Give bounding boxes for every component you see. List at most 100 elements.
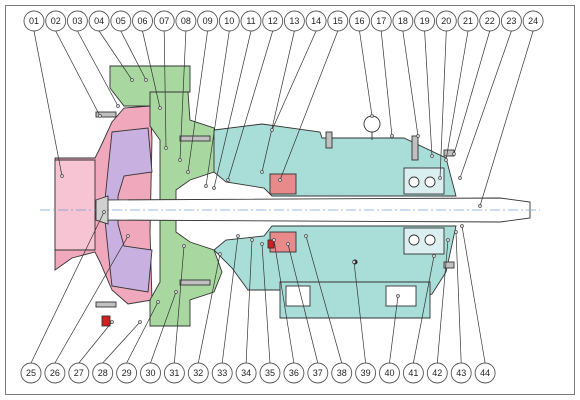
leader-dot [286, 242, 290, 246]
housing-bolt-top [325, 131, 333, 149]
leader-line [142, 30, 161, 109]
leader-line [453, 30, 491, 155]
callout-top-18: 18 [392, 10, 420, 138]
callout-number: 43 [456, 368, 466, 378]
callout-circle [522, 10, 544, 32]
callout-number: 37 [313, 368, 323, 378]
callout-number: 35 [265, 368, 275, 378]
callout-top-12: 12 [226, 10, 284, 182]
leader-dot [138, 320, 142, 324]
end-cover-bolt-bottom [443, 261, 455, 269]
leader-line [30, 211, 105, 364]
leader-line [150, 291, 177, 364]
callout-bottom-43: 43 [450, 230, 472, 384]
callout-number: 29 [122, 368, 132, 378]
leader-line [174, 245, 185, 364]
callout-top-23: 23 [458, 10, 522, 180]
callout-top-13: 13 [260, 10, 305, 174]
callout-bottom-29: 29 [116, 300, 160, 384]
leader-line [279, 30, 339, 181]
callout-number: 09 [203, 16, 213, 26]
leader-dot [454, 230, 458, 234]
callout-bottom-32: 32 [187, 252, 222, 384]
leader-line [179, 30, 187, 161]
callout-number: 22 [485, 16, 495, 26]
callout-circle [327, 10, 349, 32]
leader-line [227, 30, 274, 181]
bolt-top-left [95, 111, 117, 118]
callout-number: 31 [169, 368, 179, 378]
callout-number: 39 [361, 368, 371, 378]
leader-dot [452, 152, 456, 156]
callout-number: 23 [506, 16, 516, 26]
leader-dot [144, 78, 148, 82]
callout-top-17: 17 [370, 10, 394, 138]
leader-dot [478, 204, 482, 208]
callout-top-11: 11 [212, 10, 262, 190]
bearing-ball-lower-b [424, 234, 436, 246]
callout-top-06: 06 [132, 10, 162, 110]
callout-top-20: 20 [435, 10, 457, 180]
leader-line [389, 295, 399, 364]
callout-circle [283, 362, 305, 384]
leader-line [436, 239, 449, 364]
leader-dot [182, 244, 186, 248]
callout-number: 20 [441, 16, 451, 26]
callout-bottom-33: 33 [211, 234, 240, 384]
callout-number: 44 [480, 368, 490, 378]
callout-top-09: 09 [186, 10, 219, 174]
leader-dot [370, 114, 374, 118]
callout-circle [305, 10, 327, 32]
callout-number: 02 [51, 16, 61, 26]
callout-circle [450, 362, 472, 384]
leader-dot [130, 78, 134, 82]
callout-circle [474, 362, 496, 384]
leader-line [163, 30, 167, 149]
callout-number: 24 [528, 16, 538, 26]
callout-bottom-34: 34 [235, 238, 257, 384]
leader-dot [218, 252, 222, 256]
callout-circle [110, 10, 132, 32]
callout-number: 26 [50, 368, 60, 378]
leader-line [197, 253, 221, 364]
bearing-ball-upper-a [408, 176, 420, 188]
bearing-upper [403, 167, 445, 195]
leader-line [479, 30, 534, 207]
callout-number: 04 [94, 16, 104, 26]
callout-top-16: 16 [349, 10, 374, 118]
callout-number: 18 [398, 16, 408, 26]
callout-circle [140, 362, 161, 384]
leader-dot [178, 158, 182, 162]
bearing-ball-upper-b [424, 176, 436, 188]
leader-dot [430, 154, 434, 158]
callout-circle [44, 362, 66, 384]
leader-line [402, 30, 419, 137]
leader-line [459, 30, 512, 179]
callout-top-10: 10 [204, 10, 240, 188]
leader-dot [110, 320, 114, 324]
callout-number: 41 [408, 368, 418, 378]
leader-line [424, 30, 433, 157]
leader-line [261, 30, 295, 173]
callout-bottom-44: 44 [460, 224, 496, 384]
leader-line [380, 30, 393, 137]
callout-top-07: 07 [153, 10, 175, 150]
leader-dot [272, 238, 276, 242]
leader-line [77, 30, 119, 107]
leader-line [287, 243, 319, 364]
callout-top-21: 21 [444, 10, 479, 162]
leader-dot [236, 234, 240, 238]
callout-bottom-25: 25 [20, 210, 106, 384]
callout-number: 40 [384, 368, 394, 378]
callout-number: 13 [289, 16, 299, 26]
leader-dot [250, 238, 254, 242]
callout-bottom-38: 38 [304, 234, 353, 384]
leader-dot [446, 238, 450, 242]
leader-dot [156, 300, 160, 304]
callout-circle [283, 10, 305, 32]
callout-circle [187, 362, 209, 384]
leader-dot [396, 294, 400, 298]
leader-line [55, 30, 101, 117]
callout-top-08: 08 [175, 10, 197, 162]
